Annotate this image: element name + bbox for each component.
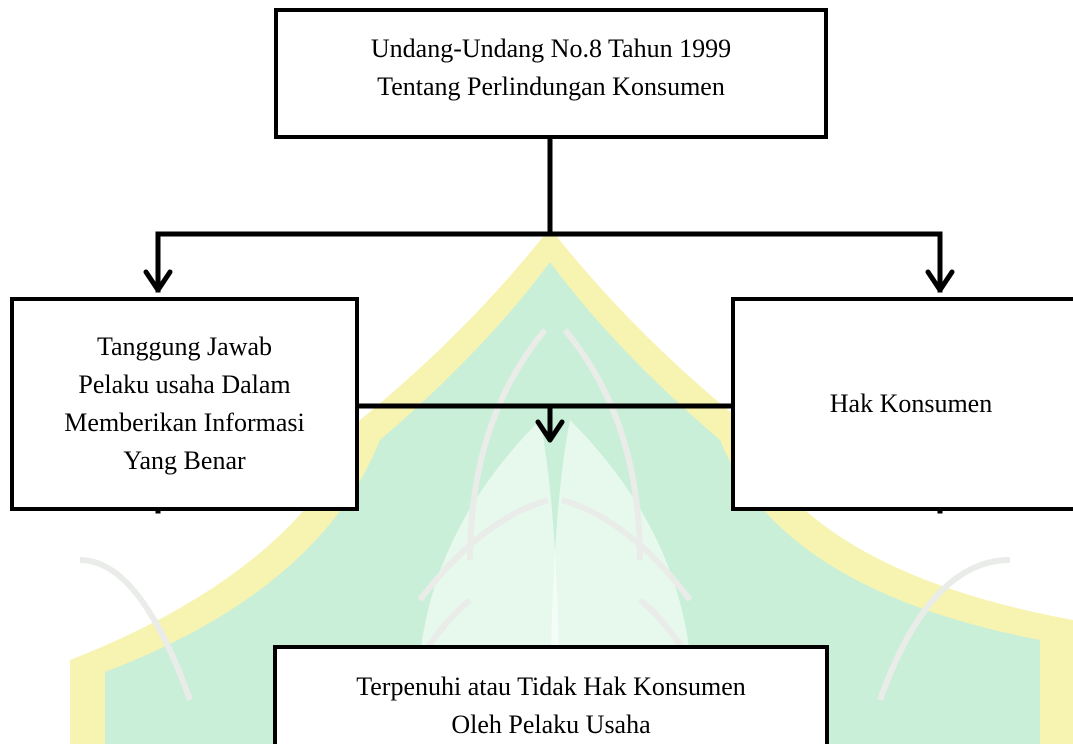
law-box: Undang-Undang No.8 Tahun 1999 Tentang Pe… <box>274 8 828 139</box>
responsibility-box-line-2: Pelaku usaha Dalam <box>78 370 291 399</box>
bottom-arrow-head <box>535 419 565 443</box>
law-box-line-2: Tentang Perlindungan Konsumen <box>377 72 725 101</box>
responsibility-box-line-1: Tanggung Jawab <box>96 332 273 361</box>
right-arrow-head <box>925 269 955 293</box>
outcome-box-line-2: Oleh Pelaku Usaha <box>451 710 651 739</box>
consumer-rights-box: Hak Konsumen <box>731 297 1073 511</box>
responsibility-box-line-4: Yang Benar <box>123 446 246 475</box>
business-responsibility-box: Tanggung Jawab Pelaku usaha Dalam Member… <box>10 297 359 511</box>
outcome-box-line-1: Terpenuhi atau Tidak Hak Konsumen <box>356 672 746 701</box>
left-arrow-head <box>143 269 173 293</box>
responsibility-box-line-3: Memberikan Informasi <box>64 408 305 437</box>
law-box-line-1: Undang-Undang No.8 Tahun 1999 <box>370 34 732 63</box>
consumer-rights-box-line-1: Hak Konsumen <box>829 389 993 418</box>
outcome-box: Terpenuhi atau Tidak Hak Konsumen Oleh P… <box>273 645 829 744</box>
